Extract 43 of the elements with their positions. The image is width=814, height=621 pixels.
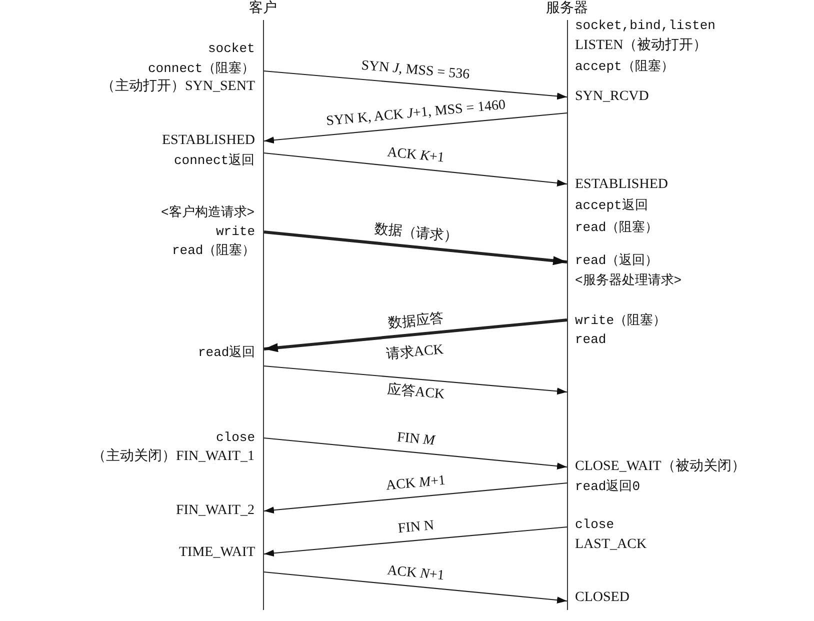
state-label: read返回 — [198, 344, 256, 362]
state-label: ESTABLISHED — [162, 132, 255, 150]
lifeline — [263, 20, 264, 610]
state-label: ESTABLISHED — [575, 176, 668, 194]
arrow — [264, 318, 568, 352]
state-label: write — [216, 223, 256, 241]
state-label: SYN_RCVD — [575, 88, 649, 106]
state-label: socket — [208, 40, 255, 58]
arrow — [264, 482, 568, 514]
state-label: close — [216, 429, 256, 447]
lifeline-title: 客户 — [249, 0, 277, 18]
state-label: （主动关闭）FIN_WAIT_1 — [92, 448, 255, 466]
state-label: connect返回 — [174, 152, 255, 170]
state-label: CLOSE_WAIT（被动关闭） — [575, 458, 746, 476]
state-label: （主动打开）SYN_SENT — [101, 78, 256, 96]
lifeline-title: 服务器 — [546, 0, 588, 18]
arrow — [264, 230, 568, 266]
arrow — [264, 437, 568, 470]
state-label: CLOSED — [575, 589, 630, 607]
arrow — [264, 571, 568, 604]
state-label: read（返回） — [575, 252, 658, 270]
state-label: read（阻塞） — [172, 242, 256, 260]
state-label: LAST_ACK — [575, 536, 647, 554]
state-label: connect（阻塞） — [148, 60, 255, 78]
arrow — [264, 152, 568, 186]
state-label: socket,bind,listen — [575, 17, 716, 35]
arrow — [264, 70, 568, 100]
lifeline — [567, 20, 568, 610]
state-label: <服务器处理请求> — [575, 272, 682, 290]
state-label: accept（阻塞） — [575, 58, 674, 76]
state-label: FIN_WAIT_2 — [176, 502, 255, 520]
arrow — [264, 526, 568, 557]
state-label: close — [575, 516, 614, 534]
arrow — [264, 112, 568, 144]
state-label: LISTEN（被动打开） — [575, 37, 708, 55]
state-label: read返回0 — [575, 478, 640, 496]
arrow — [264, 365, 568, 395]
state-label: TIME_WAIT — [179, 544, 256, 562]
state-label: <客户构造请求> — [161, 204, 255, 222]
state-label: read（阻塞） — [575, 219, 658, 237]
state-label: read — [575, 331, 606, 349]
state-label: write（阻塞） — [575, 312, 666, 330]
state-label: accept返回 — [575, 197, 648, 215]
